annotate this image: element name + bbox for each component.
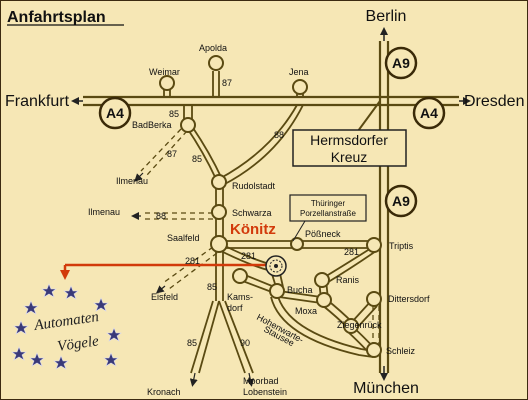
label-dittersdorf: Dittersdorf [388, 294, 430, 304]
porzellan-box [289, 194, 367, 222]
label-apolda: Apolda [199, 43, 227, 53]
shield-a9-south: A9 [384, 184, 418, 218]
a9-north-label: A9 [392, 55, 410, 71]
label-badberka: BadBerka [132, 120, 172, 130]
label-ranis: Ranis [336, 275, 360, 285]
label-schleiz: Schleiz [386, 346, 416, 356]
logo-line1: Automaten [32, 309, 100, 334]
label-muenchen: München [353, 380, 419, 397]
town-marker-saalfeld [210, 235, 228, 253]
town-marker-badberka [180, 117, 196, 133]
label-jena: Jena [289, 67, 309, 77]
hermsdorf-line1: Hermsdorfer [310, 132, 388, 148]
logo-star-icon [53, 355, 69, 370]
town-marker-dittersdorf [366, 291, 382, 307]
label-poessneck: Pößneck [305, 229, 341, 239]
a9-south-label: A9 [392, 193, 410, 209]
label-bucha: Bucha [287, 285, 313, 295]
arrow-eisfeld-icon [155, 285, 166, 294]
road-87-apolda: 87 [222, 78, 232, 88]
label-dresden: Dresden [464, 93, 524, 110]
road-281-right: 281 [241, 251, 256, 261]
road-281-east: 281 [344, 247, 359, 257]
arrow-ilmenau1-icon [134, 172, 144, 182]
motorway-a4 [83, 95, 459, 107]
town-marker-apolda [208, 55, 224, 71]
town-marker-moxa [316, 292, 332, 308]
logo-star-icon [11, 346, 27, 361]
road-87-left: 87 [167, 149, 177, 159]
town-marker-ziegenrueck [343, 318, 359, 334]
town-marker-schwarza [211, 204, 227, 220]
logo-star-icon [93, 297, 109, 312]
label-berlin: Berlin [366, 8, 407, 25]
shield-a4-west: A4 [98, 96, 132, 130]
hermsdorf-line2: Kreuz [331, 149, 368, 165]
label-triptis: Triptis [389, 241, 414, 251]
label-kronach: Kronach [147, 387, 181, 397]
shield-a9-north: A9 [384, 46, 418, 80]
town-marker-triptis [366, 237, 382, 253]
map-title: Anfahrtsplan [7, 9, 106, 26]
label-rudolstadt: Rudolstadt [232, 181, 276, 191]
label-eisfeld: Eisfeld [151, 292, 178, 302]
label-weimar: Weimar [149, 67, 180, 77]
label-frankfurt: Frankfurt [5, 93, 70, 110]
town-marker-kamsdorf [232, 268, 248, 284]
town-markers [159, 55, 382, 358]
label-ilmenau-2: Ilmenau [88, 207, 120, 217]
label-ziegenrueck: Ziegenrück [337, 320, 382, 330]
hermsdorf-pointer [357, 100, 381, 132]
road-85-bottom: 85 [187, 338, 197, 348]
arrow-kronach-icon [189, 372, 198, 387]
logo-star-icon [41, 283, 57, 298]
hermsdorf-box [292, 129, 407, 167]
road-281-left: 281 [185, 256, 200, 266]
logo-line2: Vögele [56, 333, 100, 355]
minor-roads-dashed [140, 128, 380, 346]
road-88-jena: 88 [274, 130, 284, 140]
town-marker-bucha [269, 283, 285, 299]
logo-star-icon [103, 352, 119, 367]
town-marker-weimar [159, 75, 175, 91]
label-saalfeld: Saalfeld [167, 233, 200, 243]
town-marker-ranis [314, 272, 330, 288]
a4-east-label: A4 [420, 105, 438, 121]
logo-star-icon [13, 320, 29, 335]
shield-a4-east: A4 [412, 96, 446, 130]
town-marker-jena [292, 79, 308, 95]
logo-star-icon [23, 300, 39, 315]
road-85-lower: 85 [207, 282, 217, 292]
label-moxa: Moxa [295, 306, 317, 316]
label-ilmenau-1: Ilmenau [116, 176, 148, 186]
a4-west-label: A4 [106, 105, 124, 121]
label-koenitz: Könitz [230, 221, 276, 238]
town-marker-poessneck [290, 237, 304, 251]
logo-star-icon [106, 327, 122, 342]
company-logo: Automaten Vögele [11, 283, 122, 370]
label-moorbad-2: Lobenstein [243, 387, 287, 397]
road-85-top: 85 [169, 109, 179, 119]
road-88-left: 88 [156, 211, 166, 221]
town-marker-rudolstadt [211, 174, 227, 190]
porzellan-line2: Porzellanstraße [300, 209, 357, 218]
label-kamsdorf-1: Kams- [227, 292, 253, 302]
road-90: 90 [240, 338, 250, 348]
arrow-lobenstein-icon [246, 372, 255, 387]
town-marker-schleiz [366, 342, 382, 358]
porzellan-line1: Thüringer [311, 199, 346, 208]
label-schwarza: Schwarza [232, 208, 272, 218]
label-kamsdorf-2: dorf [227, 303, 243, 313]
porzellan-pointer [292, 220, 306, 242]
logo-star-icon [63, 285, 79, 300]
koenitz-location-icon [265, 255, 287, 277]
road-85-mid: 85 [192, 154, 202, 164]
logo-star-icon [29, 352, 45, 367]
label-moorbad-1: Moorbad [243, 376, 279, 386]
